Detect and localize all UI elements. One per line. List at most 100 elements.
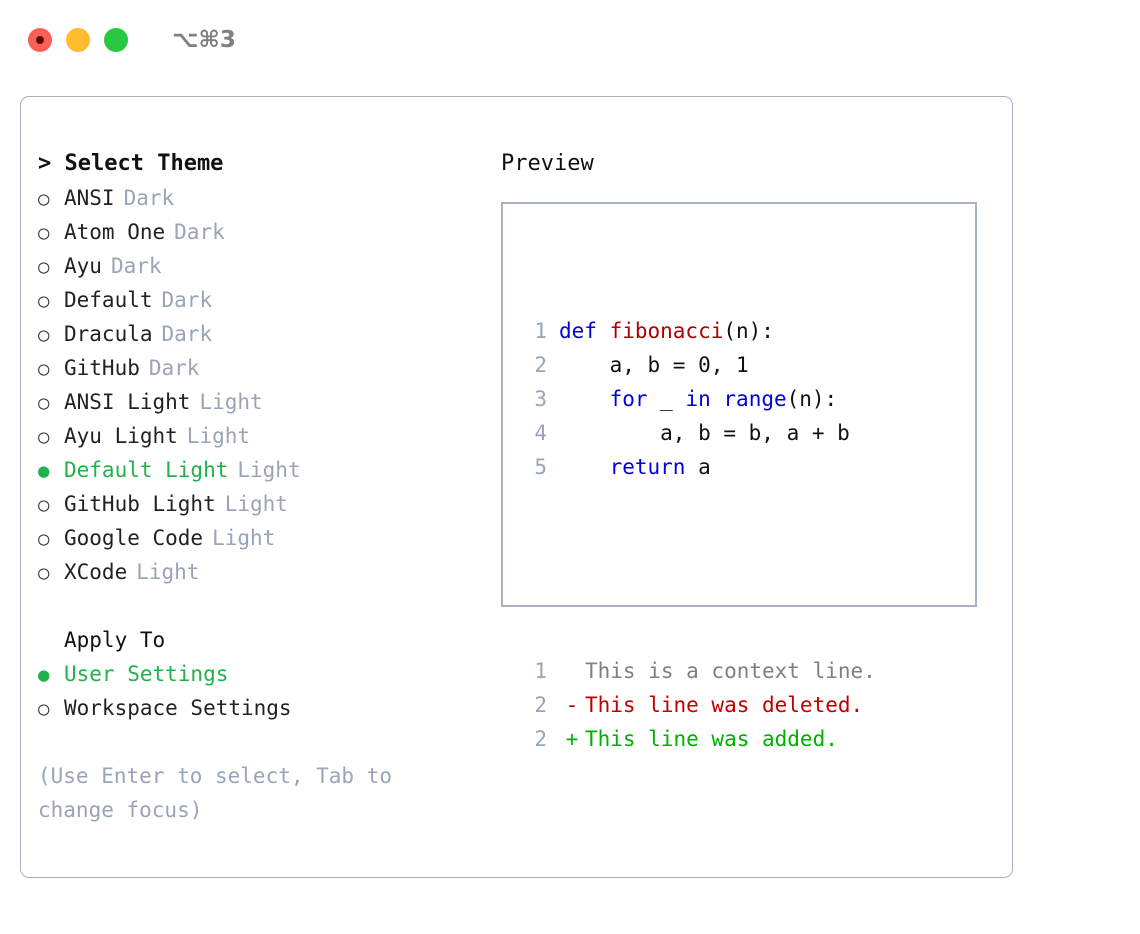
radio-unselected-icon[interactable]: ○ bbox=[38, 324, 50, 346]
code-line: 2 a, b = 0, 1 bbox=[521, 348, 975, 382]
diff-block: 1 This is a context line. 2-This line was… bbox=[521, 654, 975, 756]
theme-item-name: Default Light bbox=[64, 458, 229, 482]
theme-item-badge: Light bbox=[186, 424, 251, 448]
theme-item-badge: Dark bbox=[123, 186, 175, 210]
theme-item-badge: Light bbox=[136, 560, 200, 584]
theme-item-name: ANSI Light bbox=[64, 390, 191, 414]
theme-item-badge: Dark bbox=[174, 220, 225, 244]
radio-selected-icon[interactable]: ● bbox=[38, 460, 50, 482]
keyboard-hint-text: (Use Enter to select, Tab to change focu… bbox=[38, 764, 405, 822]
apply-to-header: Apply To bbox=[64, 628, 166, 652]
code-diff-gap bbox=[521, 552, 975, 586]
code-line-number: 5 bbox=[534, 455, 547, 479]
diff-line-text: This line was added. bbox=[585, 727, 838, 751]
theme-item[interactable]: ● Default Light Light bbox=[38, 453, 478, 487]
theme-item-badge: Dark bbox=[110, 254, 162, 278]
radio-unselected-icon[interactable]: ○ bbox=[38, 528, 50, 550]
theme-item-badge: Light bbox=[237, 458, 301, 482]
radio-unselected-icon[interactable]: ○ bbox=[38, 290, 50, 312]
code-token bbox=[711, 382, 724, 416]
theme-item-name: Atom One bbox=[64, 220, 166, 244]
radio-unselected-icon[interactable]: ○ bbox=[38, 392, 50, 414]
code-line: 3 for _ in range(n): bbox=[521, 382, 975, 416]
code-token: fibonacci bbox=[609, 319, 724, 343]
diff-line-number: 1 bbox=[534, 659, 547, 683]
theme-item-name: GitHub bbox=[64, 356, 140, 380]
diff-line-number: 2 bbox=[534, 693, 547, 717]
apply-to-list[interactable]: ● User Settings ○ Workspace Settings bbox=[38, 657, 478, 725]
apply-to-option[interactable]: ● User Settings bbox=[38, 657, 478, 691]
code-token: _ bbox=[647, 387, 686, 411]
apply-to-option-name: User Settings bbox=[64, 662, 229, 686]
theme-item-badge: Light bbox=[212, 526, 276, 550]
code-token: range bbox=[723, 387, 787, 411]
radio-unselected-icon[interactable]: ○ bbox=[38, 494, 50, 516]
theme-item-badge: Dark bbox=[148, 356, 200, 380]
theme-item-name: Ayu bbox=[64, 254, 102, 278]
keyboard-shortcut-label: ⌥⌘3 bbox=[172, 27, 236, 53]
radio-unselected-icon[interactable]: ○ bbox=[38, 358, 50, 380]
select-theme-header: > Select Theme bbox=[38, 151, 224, 176]
minimize-button[interactable] bbox=[66, 28, 90, 52]
theme-item[interactable]: ○ GitHub Dark bbox=[38, 351, 478, 385]
code-token bbox=[559, 382, 610, 416]
code-token: a bbox=[685, 455, 711, 479]
apply-to-option-name: Workspace Settings bbox=[64, 696, 292, 720]
theme-item-name: Dracula bbox=[64, 322, 153, 346]
theme-item-badge: Light bbox=[199, 390, 263, 414]
code-line-number: 4 bbox=[534, 421, 547, 445]
title-bar: ⌥⌘3 bbox=[0, 0, 1140, 80]
theme-item[interactable]: ○ Atom One Dark bbox=[38, 215, 478, 249]
theme-item-badge: Dark bbox=[161, 288, 213, 312]
theme-item-name: XCode bbox=[64, 560, 128, 584]
diff-sign: + bbox=[565, 727, 579, 751]
code-token: (n): bbox=[786, 387, 838, 411]
radio-selected-icon[interactable]: ● bbox=[38, 664, 50, 686]
radio-unselected-icon[interactable]: ○ bbox=[38, 426, 50, 448]
code-token: def bbox=[559, 319, 610, 343]
theme-item[interactable]: ○ Ayu Light Light bbox=[38, 419, 478, 453]
code-token: a, b = 0, 1 bbox=[559, 353, 749, 377]
diff-line: 2-This line was deleted. bbox=[521, 688, 975, 722]
theme-item[interactable]: ○ ANSI Dark bbox=[38, 181, 478, 215]
code-token: in bbox=[685, 387, 711, 411]
radio-unselected-icon[interactable]: ○ bbox=[38, 698, 50, 720]
theme-item-badge: Light bbox=[224, 492, 288, 516]
code-token: (n): bbox=[723, 319, 774, 343]
code-line: 1 def fibonacci(n): bbox=[521, 314, 975, 348]
maximize-button[interactable] bbox=[104, 28, 128, 52]
close-button[interactable] bbox=[28, 28, 52, 52]
radio-unselected-icon[interactable]: ○ bbox=[38, 256, 50, 278]
diff-line-text: This is a context line. bbox=[585, 659, 876, 683]
apply-to-option[interactable]: ○ Workspace Settings bbox=[38, 691, 478, 725]
theme-item[interactable]: ○ ANSI Light Light bbox=[38, 385, 478, 419]
code-line-number: 3 bbox=[534, 387, 547, 411]
code-token bbox=[559, 450, 610, 484]
list-spacer bbox=[38, 589, 478, 623]
code-line: 4 a, b = b, a + b bbox=[521, 416, 975, 450]
theme-item-name: ANSI bbox=[64, 186, 115, 210]
radio-unselected-icon[interactable]: ○ bbox=[38, 562, 50, 584]
radio-unselected-icon[interactable]: ○ bbox=[38, 188, 50, 210]
code-token: return bbox=[609, 455, 686, 479]
theme-item[interactable]: ○ XCode Light bbox=[38, 555, 478, 589]
radio-unselected-icon[interactable]: ○ bbox=[38, 222, 50, 244]
theme-item[interactable]: ○ Ayu Dark bbox=[38, 249, 478, 283]
diff-line-number: 2 bbox=[534, 727, 547, 751]
code-line-number: 1 bbox=[534, 319, 547, 343]
diff-sign: - bbox=[565, 693, 579, 717]
preview-title: Preview bbox=[501, 151, 594, 176]
theme-item-name: Ayu Light bbox=[64, 424, 178, 448]
